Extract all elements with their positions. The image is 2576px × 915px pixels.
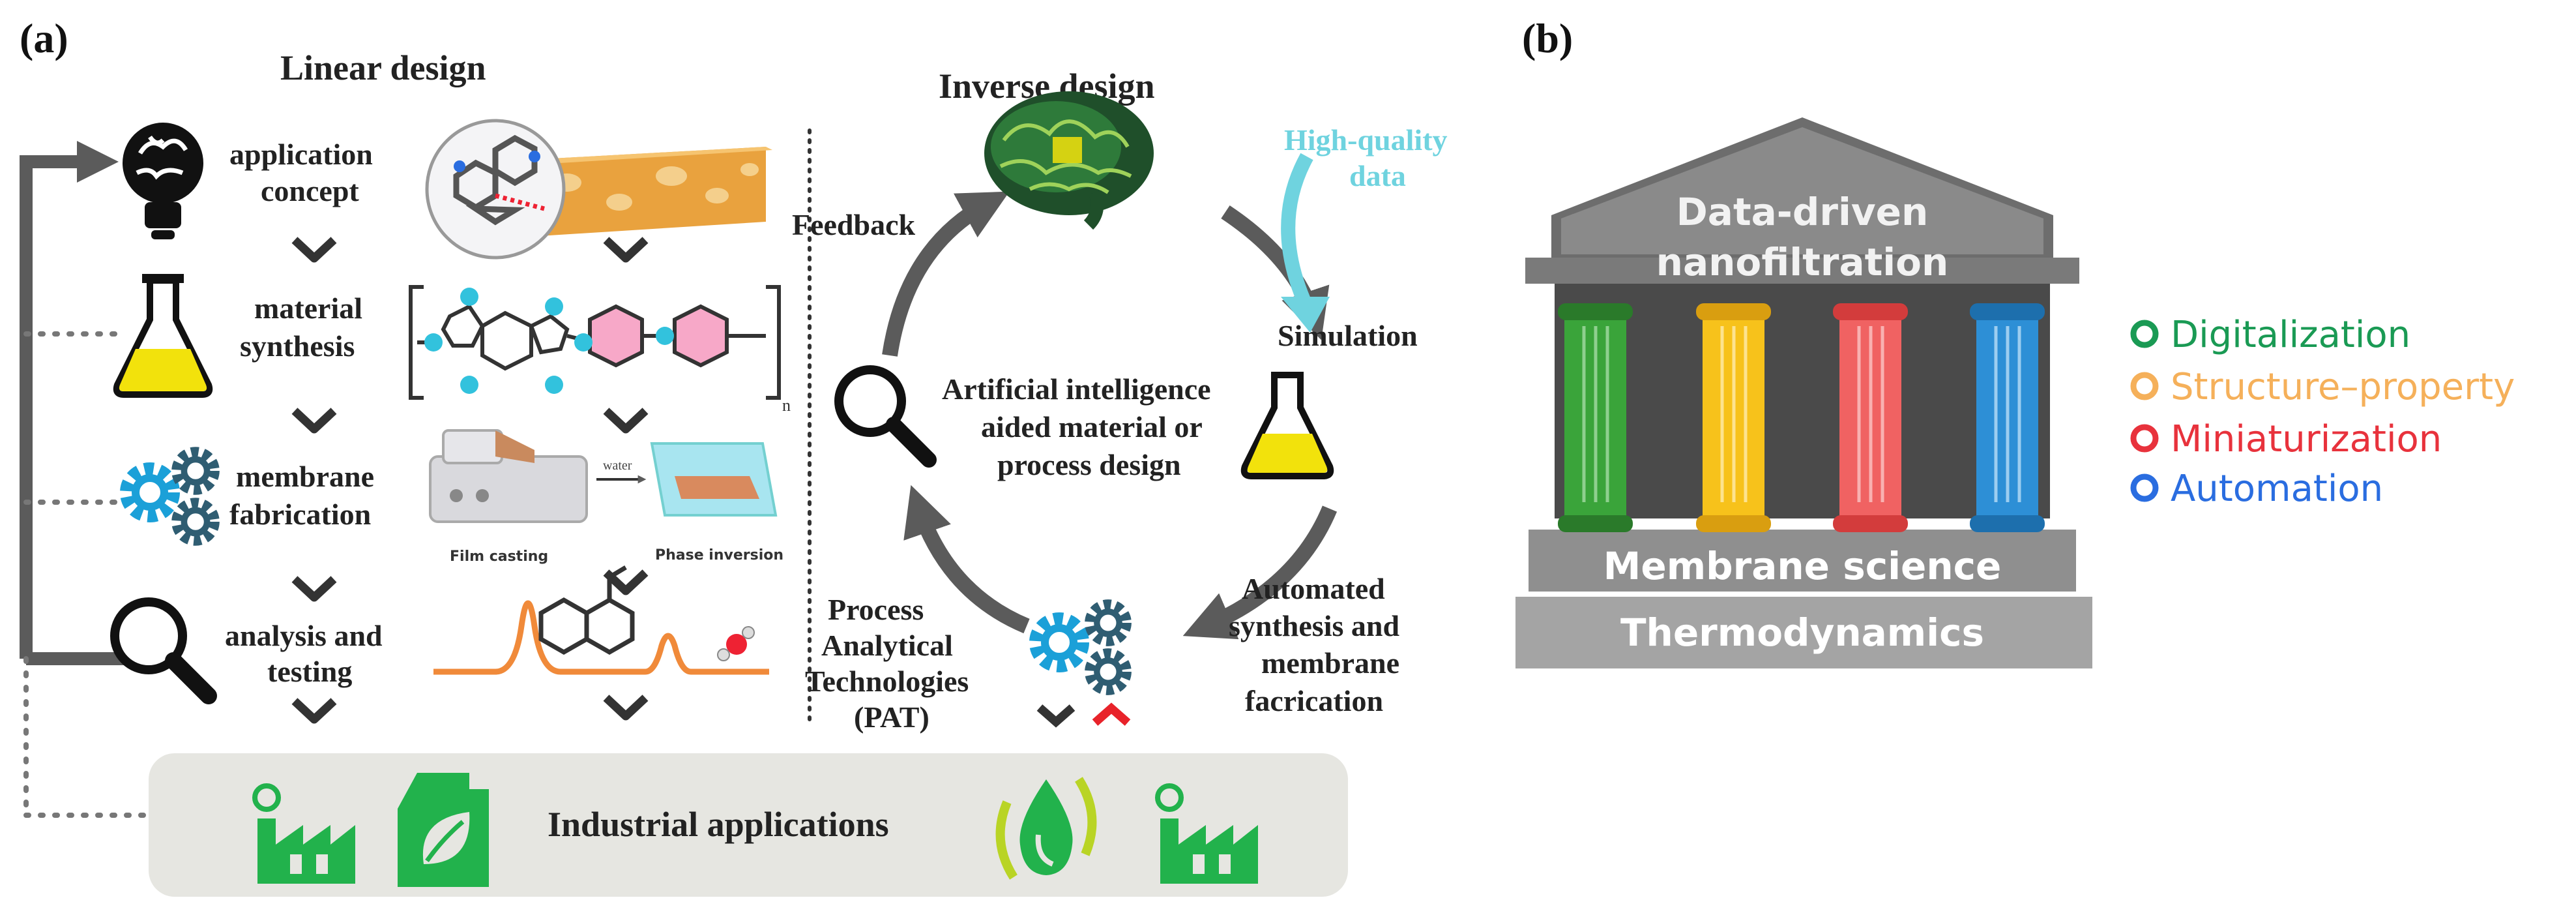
pillar-digitalization [1558, 303, 1633, 532]
lightbulb-brain-icon [123, 123, 203, 239]
pillar-structure-property [1696, 303, 1771, 532]
pillar-miniaturization [1833, 303, 1908, 532]
chevron-down-icon [1036, 704, 1076, 728]
legend-miniaturization-marker [2130, 424, 2159, 453]
left-feedback-bracket [20, 140, 153, 818]
molecule-membrane-illustration [425, 119, 772, 260]
automated-line4: facrication [1245, 684, 1383, 717]
step-material-line1: material [254, 292, 362, 325]
brain-icon [984, 91, 1154, 230]
polymer-subscript: n [782, 396, 791, 415]
step-membrane-line1: membrane [236, 460, 374, 493]
green-factory-icon [252, 783, 355, 884]
panel-b-label: (b) [1522, 15, 1573, 61]
step-application-line2: concept [261, 174, 359, 207]
fabrication-caption-film: Film casting [450, 548, 548, 565]
feedback-label: Feedback [792, 208, 916, 241]
high-quality-line1: High-quality [1284, 123, 1448, 157]
chevron-down-icon [295, 579, 334, 597]
high-quality-arrow-head [1281, 297, 1330, 333]
flask-icon [1240, 372, 1334, 479]
step-application-line1: application [229, 138, 373, 171]
magnifier-icon [110, 597, 217, 704]
roof-line1: Data-driven [1676, 190, 1929, 234]
legend-digitalization-marker [2130, 320, 2159, 348]
pat-line4: (PAT) [854, 700, 929, 734]
legend-automation: Automation [2171, 468, 2383, 510]
fabrication-caption-phase: Phase inversion [655, 547, 783, 563]
automated-line1: Automated [1242, 572, 1385, 605]
chevron-down-icon [295, 411, 334, 429]
ai-design-line3: process design [997, 448, 1181, 481]
gears-icon [126, 452, 214, 541]
fabrication-caption-water: water [603, 458, 632, 473]
pillar-legend: Digitalization Structure–property Miniat… [2130, 314, 2515, 510]
green-factory-icon [1155, 783, 1258, 884]
base-thermodynamics: Thermodynamics [1620, 610, 1984, 655]
fabrication-illustration [429, 429, 778, 523]
roof-line2: nanofiltration [1656, 240, 1949, 284]
automated-line2: synthesis and [1229, 609, 1399, 642]
spectrum-illustration [433, 565, 769, 675]
recycle-water-drop-icon [995, 777, 1097, 880]
polymer-atoms [424, 288, 674, 394]
pat-line3: Technologies [805, 665, 969, 698]
step-analysis-line2: testing [267, 655, 352, 688]
ai-design-line1: Artificial intelligence [942, 372, 1211, 406]
automated-line3: membrane [1261, 646, 1399, 680]
chevron-down-icon [295, 240, 334, 258]
legend-automation-marker [2130, 473, 2159, 502]
magnifier-icon [834, 365, 937, 468]
pat-line1: Process [828, 593, 924, 626]
design-cycle-arrows [882, 191, 1338, 640]
high-quality-data-arrow [1281, 153, 1313, 303]
industrial-applications-label: Industrial applications [548, 805, 889, 844]
polymer-structure-illustration [409, 285, 781, 400]
flask-icon [113, 274, 213, 398]
temple-diagram [1515, 117, 2092, 668]
chevron-up-icon [1092, 702, 1131, 726]
panel-a-label: (a) [20, 15, 68, 61]
base-membrane-science: Membrane science [1603, 544, 2002, 588]
chevron-down-icon [606, 240, 645, 258]
ai-design-line2: aided material or [981, 410, 1203, 443]
step-membrane-line2: fabrication [229, 498, 371, 531]
pillar-automation [1970, 303, 2045, 532]
legend-structure-property: Structure–property [2171, 366, 2515, 408]
chevron-down-icon [295, 701, 334, 719]
legend-structure-marker [2130, 372, 2159, 400]
gears-icon [1036, 605, 1126, 690]
chevron-down-icon [606, 411, 645, 429]
step-material-line2: synthesis [240, 329, 355, 363]
high-quality-line2: data [1349, 159, 1406, 192]
pat-line2: Analytical [821, 629, 953, 662]
legend-digitalization: Digitalization [2171, 314, 2410, 356]
legend-miniaturization: Miniaturization [2171, 418, 2442, 460]
step-analysis-line1: analysis and [225, 619, 383, 652]
chevron-down-icon [606, 698, 645, 716]
linear-design-title: Linear design [280, 48, 486, 87]
green-jerrycan-leaf-icon [398, 773, 489, 887]
simulation-label: Simulation [1278, 319, 1418, 352]
